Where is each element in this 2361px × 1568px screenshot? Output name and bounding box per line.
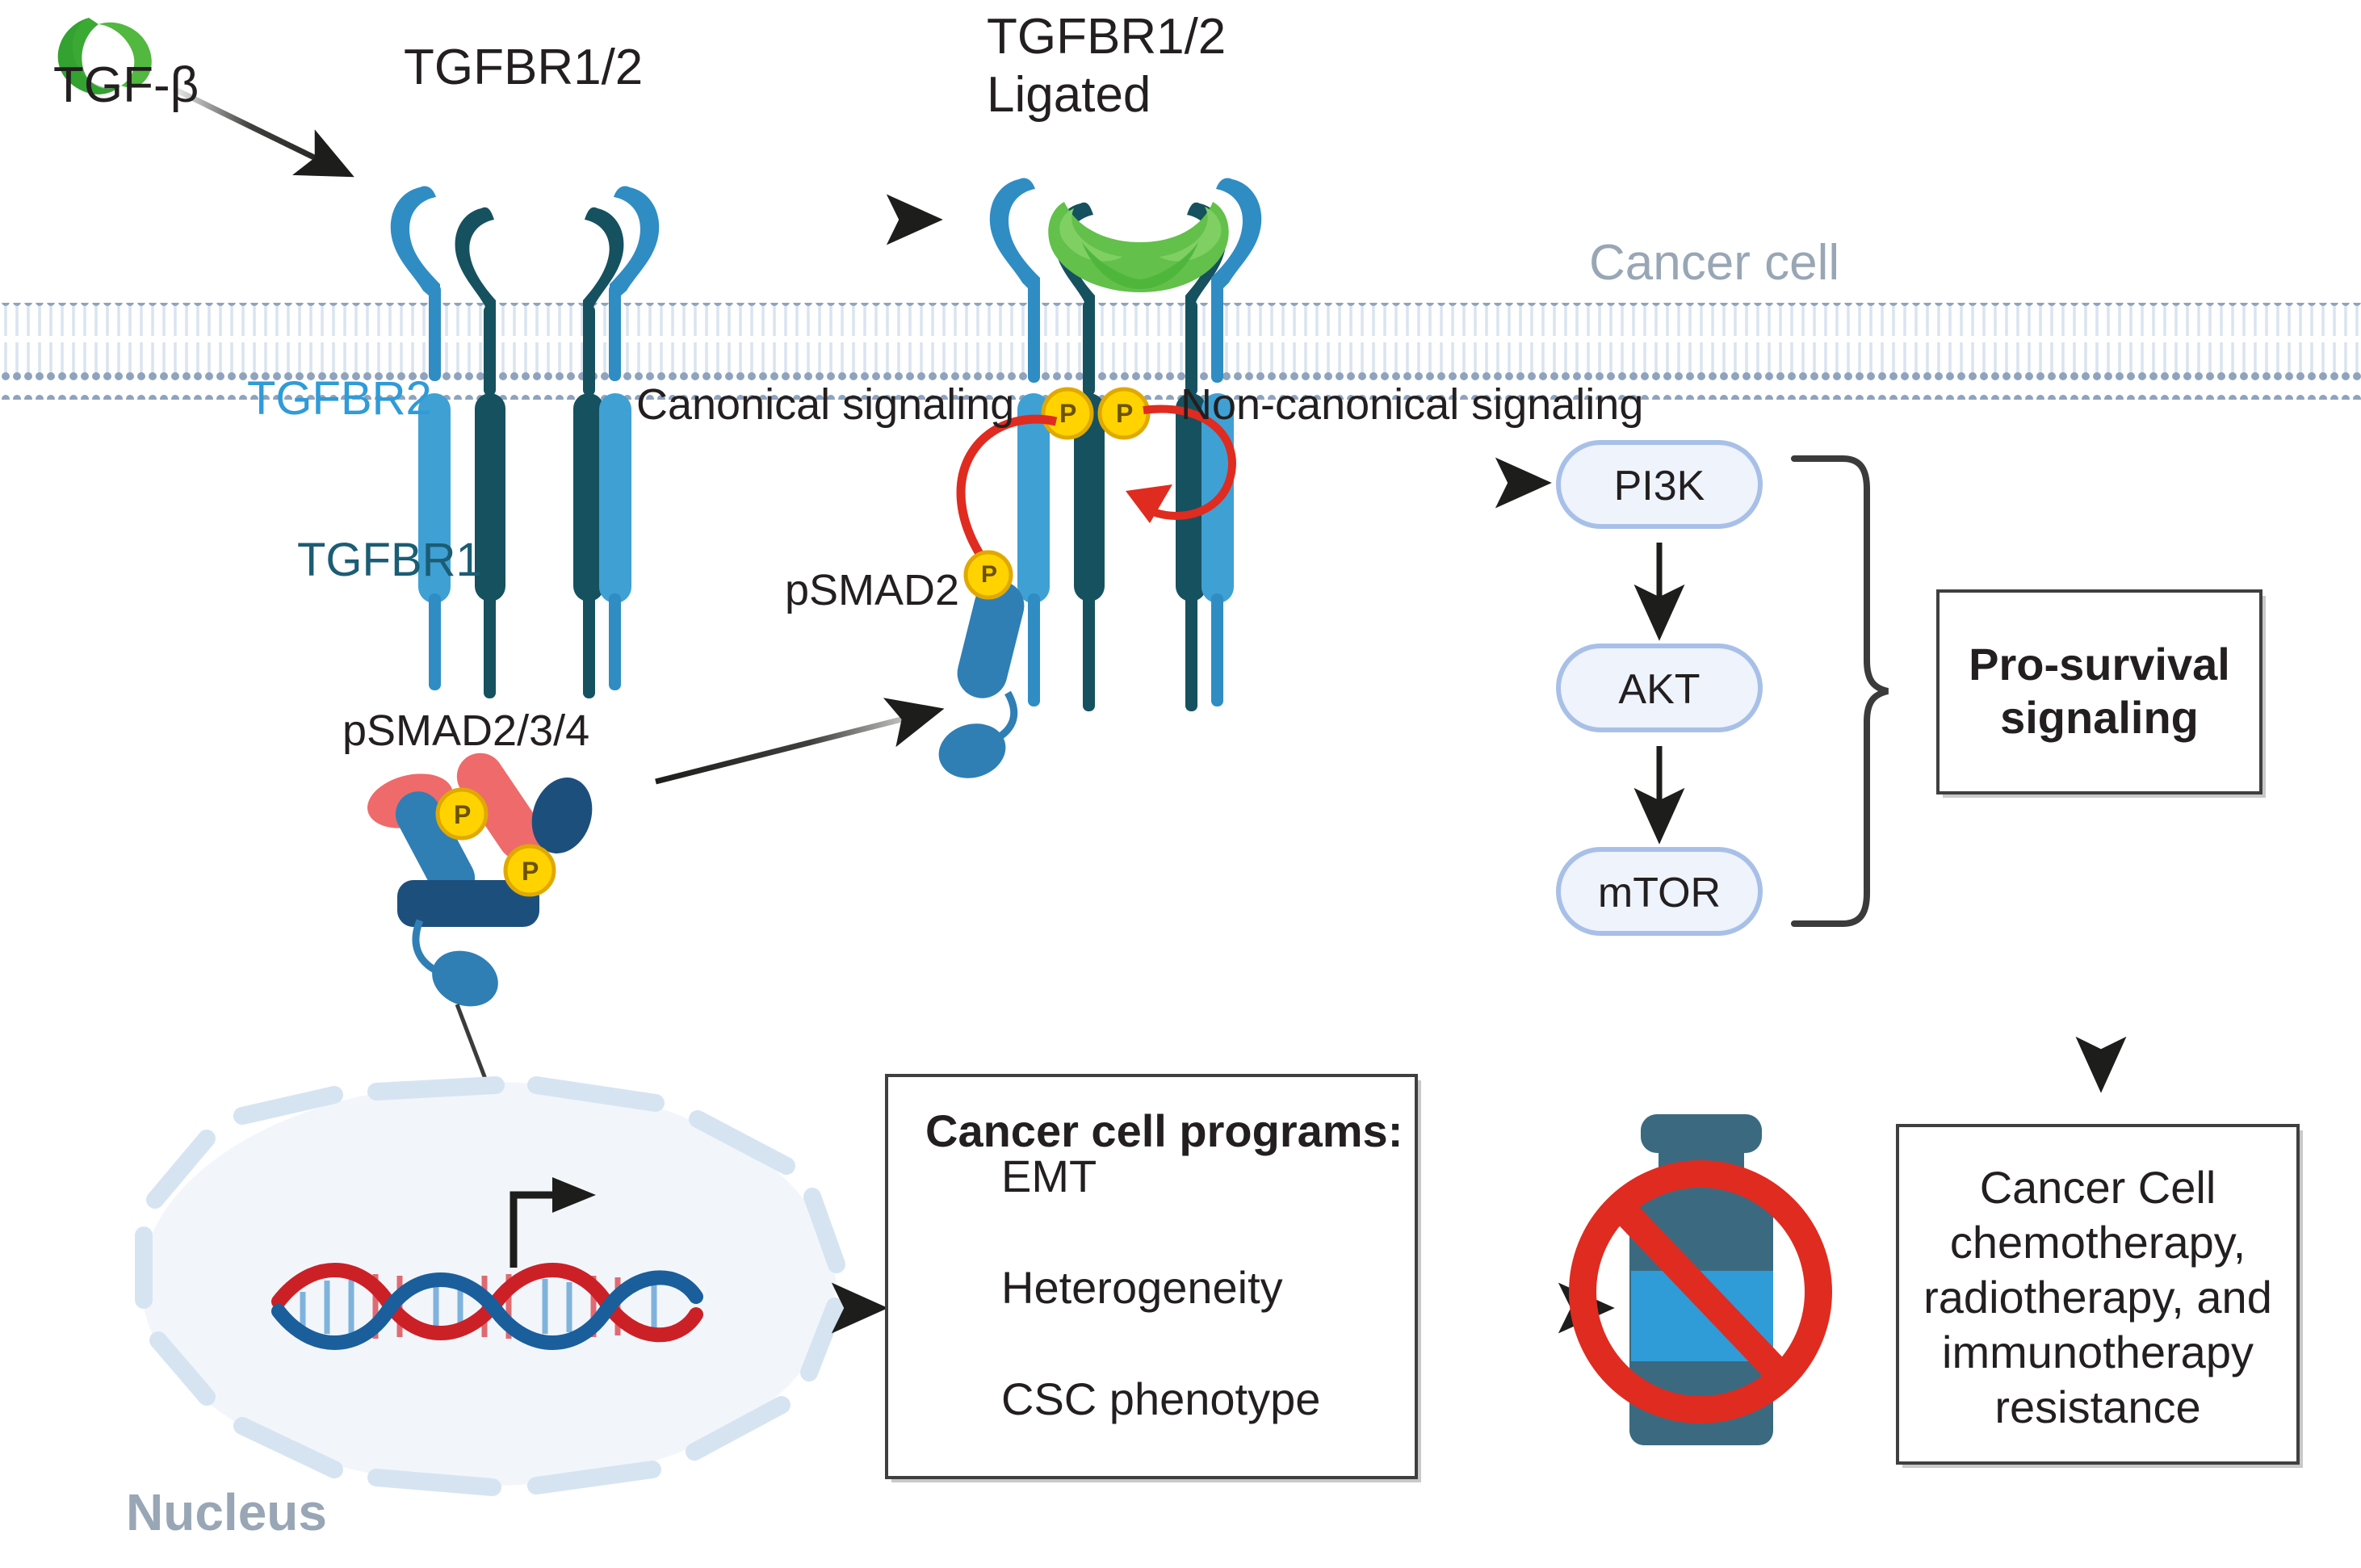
curly-brace: [1791, 455, 1889, 927]
dna-helix-icon: [271, 1263, 703, 1350]
resistance-line2: chemotherapy,: [1949, 1217, 2246, 1268]
phospho-letter-1: P: [1059, 399, 1077, 428]
receptor-complex-unligated: [390, 186, 660, 698]
label-tgf-beta: TGF-β: [53, 57, 199, 113]
pro-survival-box: [1936, 589, 2262, 794]
resistance-line1: Cancer Cell: [1979, 1162, 2216, 1213]
phospholipid-bilayer-icon: [0, 303, 2361, 400]
programs-heading: Cancer cell programs:: [925, 1105, 1403, 1156]
label-cancer-cell: Cancer cell: [1589, 235, 1840, 291]
psmad234-complex: [367, 753, 593, 1007]
label-nucleus: Nucleus: [126, 1483, 327, 1541]
label-receptor-unligated: TGFBR1/2: [404, 40, 644, 95]
kinase-label-pi3k: PI3K: [1613, 463, 1705, 509]
cancer-cell-programs-box: [885, 1074, 1418, 1479]
label-receptor-ligated-2: Ligated: [987, 67, 1151, 123]
phospho-psmad2: [963, 550, 1013, 600]
kinase-node-mtor[interactable]: [1556, 847, 1763, 936]
arrow-noncanonical-red: [1126, 405, 1236, 523]
transcription-start-arrow-icon: [510, 1177, 596, 1268]
pro-survival-line1: Pro-survival: [1969, 639, 2230, 690]
label-non-canonical-signaling: Non-canonical signaling: [1180, 380, 1644, 429]
nucleus: [135, 1076, 845, 1496]
kinase-label-akt: AKT: [1618, 666, 1701, 713]
program-item-emt: EMT: [1001, 1151, 1097, 1201]
phospho-letter-5: P: [522, 857, 539, 886]
tgf-beta-ligand-icon: [57, 18, 152, 94]
kinase-node-pi3k[interactable]: [1556, 440, 1763, 529]
resistance-line4: immunotherapy: [1942, 1327, 2254, 1377]
label-tgfbr1: TGFBR1: [297, 534, 482, 586]
pro-survival-line2: signaling: [2000, 692, 2199, 743]
resistance-line5: resistance: [1994, 1381, 2201, 1432]
phospho-letter-3: P: [981, 561, 998, 588]
prohibition-icon: [1569, 1160, 1832, 1423]
program-item-heterogeneity: Heterogeneity: [1001, 1262, 1283, 1313]
label-psmad234: pSMAD2/3/4: [342, 706, 590, 755]
psmad2-molecule: [938, 550, 1025, 778]
phospho-letter-4: P: [454, 800, 472, 829]
resistance-box: [1896, 1124, 2300, 1465]
phospho-group-receptor: [1041, 387, 1151, 440]
label-psmad2: pSMAD2: [785, 566, 960, 614]
arrow-ligand-to-receptor: [172, 86, 354, 178]
kinase-label-mtor: mTOR: [1597, 870, 1721, 916]
arrow-psmad2-to-complex: [655, 698, 945, 785]
kinase-node-akt[interactable]: [1556, 644, 1763, 732]
label-receptor-ligated-1: TGFBR1/2: [987, 9, 1227, 65]
label-canonical-signaling: Canonical signaling: [636, 380, 1015, 429]
phospho-letter-2: P: [1116, 399, 1134, 428]
program-item-csc: CSC phenotype: [1001, 1373, 1321, 1424]
label-tgfbr2: TGFBR2: [247, 372, 432, 425]
tgf-beta-ligand-bound-icon: [1048, 202, 1229, 292]
receptor-complex-ligated: [989, 178, 1262, 711]
resistance-line3: radiotherapy, and: [1923, 1272, 2272, 1323]
